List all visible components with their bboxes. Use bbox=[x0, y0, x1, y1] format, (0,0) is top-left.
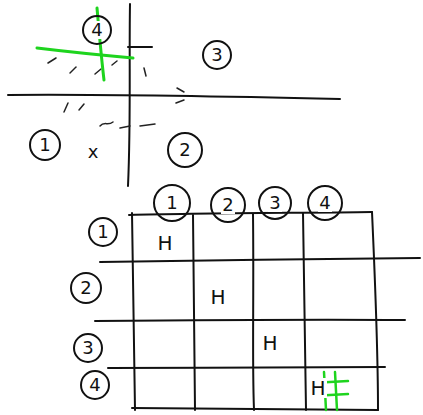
circled-number: 2 bbox=[167, 132, 203, 168]
number-text: 3 bbox=[268, 194, 281, 212]
grid-line bbox=[129, 212, 372, 215]
grid-line bbox=[95, 320, 405, 321]
horizontal-axis bbox=[8, 95, 340, 99]
circled-number: 4 bbox=[82, 15, 112, 45]
number-text: 1 bbox=[38, 136, 51, 154]
circled-number: 1 bbox=[29, 129, 61, 161]
grid-line bbox=[303, 213, 306, 410]
dash bbox=[112, 61, 117, 65]
circled-number: 1 bbox=[88, 217, 118, 247]
dash bbox=[70, 67, 76, 73]
green-stroke bbox=[37, 48, 133, 58]
table-cell: H bbox=[309, 378, 326, 398]
table-cell: H bbox=[209, 287, 226, 307]
grid-line bbox=[193, 215, 195, 410]
number-text: 4 bbox=[88, 376, 101, 394]
circled-number: 3 bbox=[202, 40, 232, 70]
dash bbox=[79, 104, 84, 110]
grid-line bbox=[132, 213, 135, 410]
number-text: 2 bbox=[79, 279, 92, 297]
grid-line bbox=[100, 258, 420, 262]
number-text: 4 bbox=[90, 21, 103, 39]
number-text: 3 bbox=[210, 46, 223, 64]
grid-line bbox=[372, 212, 378, 410]
grid-line bbox=[108, 367, 385, 368]
dash bbox=[64, 103, 68, 112]
dash bbox=[95, 69, 101, 74]
axes bbox=[8, 4, 340, 186]
grid-line bbox=[132, 408, 378, 410]
axis-mark: x bbox=[87, 143, 100, 161]
dash bbox=[144, 68, 146, 76]
circled-number: 4 bbox=[307, 185, 343, 221]
number-text: 2 bbox=[178, 141, 191, 159]
grid-line bbox=[253, 214, 254, 410]
green-stroke bbox=[335, 372, 337, 410]
number-text: 1 bbox=[96, 223, 109, 241]
dash bbox=[120, 126, 130, 128]
table-cell: H bbox=[261, 333, 278, 353]
table-cell: H bbox=[156, 233, 173, 253]
dash bbox=[176, 100, 184, 103]
dash bbox=[140, 124, 155, 126]
dash-marks bbox=[48, 58, 184, 128]
dash bbox=[100, 122, 113, 126]
circled-number: 3 bbox=[73, 333, 103, 363]
green-cross bbox=[37, 8, 133, 80]
circled-number: 2 bbox=[70, 272, 102, 304]
dash bbox=[48, 58, 56, 63]
grid bbox=[95, 212, 420, 410]
circled-number: 1 bbox=[153, 184, 191, 222]
circled-number: 3 bbox=[258, 186, 292, 220]
dash bbox=[177, 88, 184, 92]
axis-tick bbox=[128, 46, 152, 48]
number-text: 2 bbox=[221, 196, 234, 214]
circled-number: 4 bbox=[80, 370, 110, 400]
number-text: 1 bbox=[165, 194, 178, 212]
circled-number: 2 bbox=[210, 187, 246, 223]
number-text: 3 bbox=[81, 339, 94, 357]
number-text: 4 bbox=[318, 194, 331, 212]
